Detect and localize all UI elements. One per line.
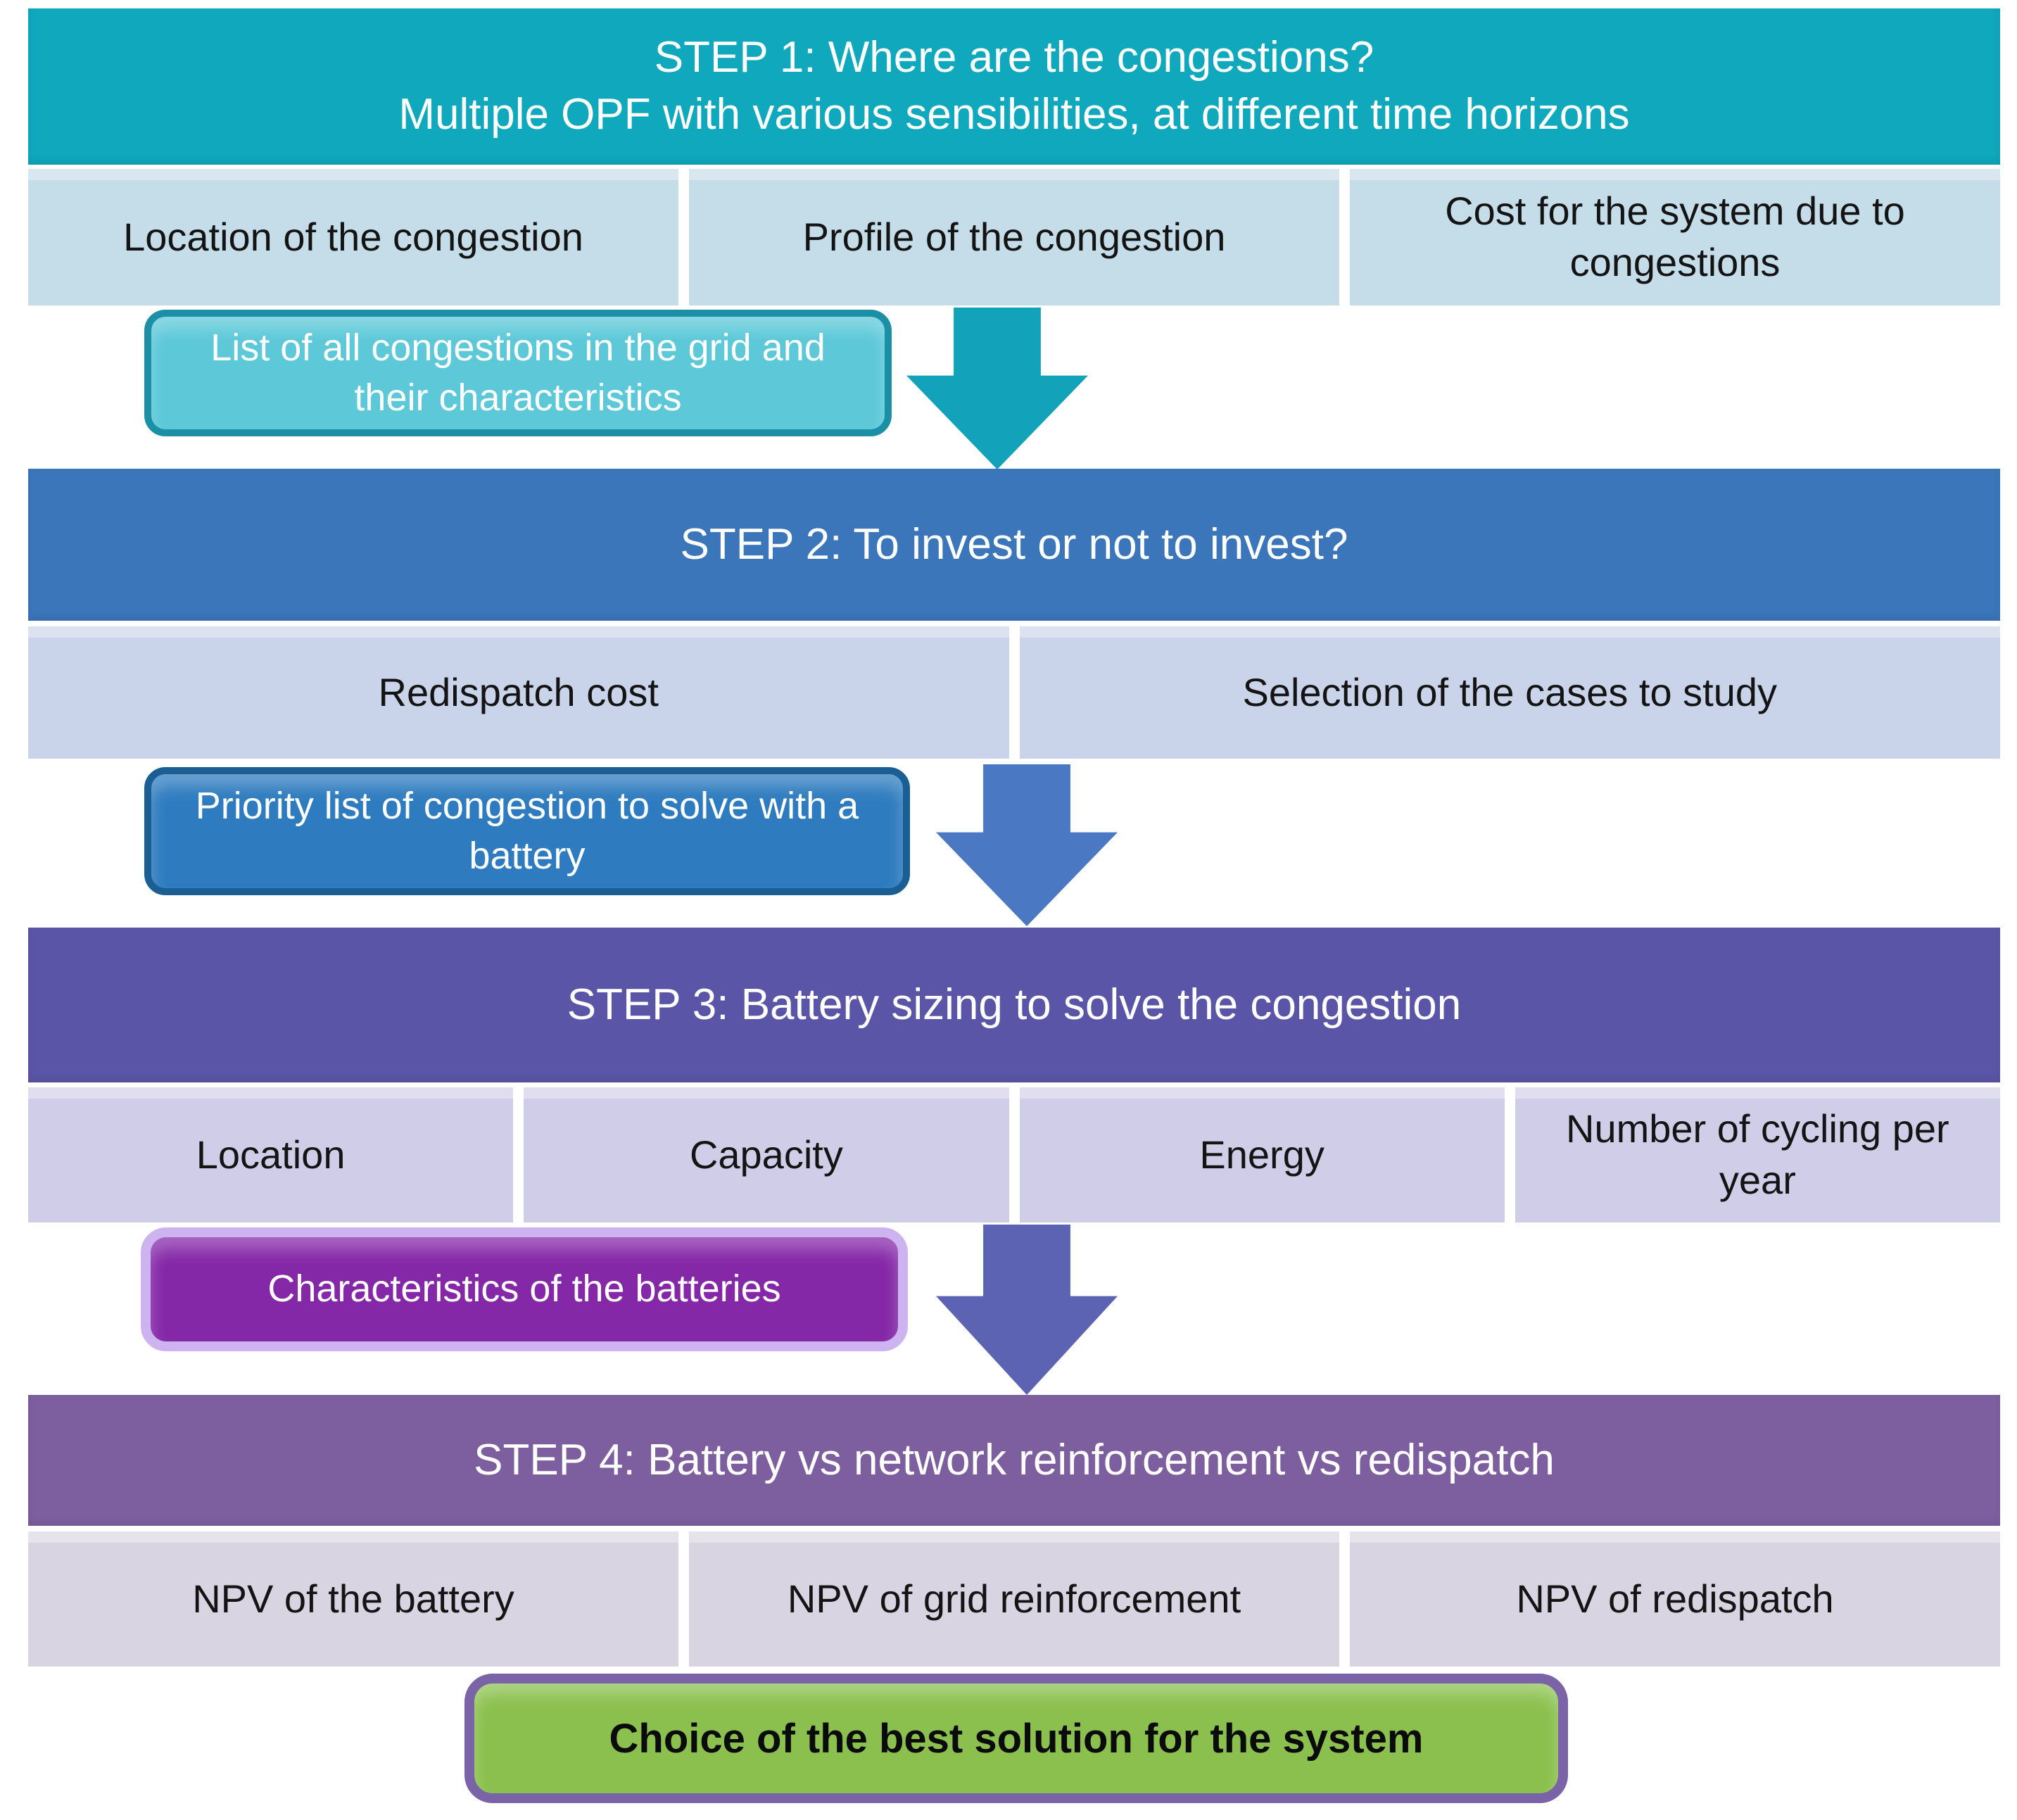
step1-output-callout: List of all congestions in the grid and … [144,310,892,436]
step4-box-npv-battery: NPV of the battery [28,1531,678,1667]
step4-title: STEP 4: Battery vs network reinforcement… [474,1435,1555,1484]
step3-box-energy: Energy [1019,1087,1505,1222]
step4-header: STEP 4: Battery vs network reinforcement… [28,1395,2000,1526]
step3-header: STEP 3: Battery sizing to solve the cong… [28,928,2000,1082]
step1-box-cost: Cost for the system due to congestions [1350,169,2000,305]
step4-box-npv-grid-reinforcement: NPV of grid reinforcement [689,1531,1339,1667]
step2-criteria-row: Redispatch cost Selection of the cases t… [28,626,2000,759]
step4-box-npv-redispatch: NPV of redispatch [1350,1531,2000,1667]
step1-subtitle: Multiple OPF with various sensibilities,… [398,90,1630,139]
step1-down-arrow-icon [906,308,1088,469]
step2-down-arrow-icon [936,764,1118,926]
step2-header: STEP 2: To invest or not to invest? [28,469,2000,621]
step3-output-callout: Characteristics of the batteries [141,1227,908,1351]
step3-box-location: Location [28,1087,514,1222]
step2-box-redispatch-cost: Redispatch cost [28,626,1009,759]
step1-title: STEP 1: Where are the congestions? [654,33,1374,82]
step3-criteria-row: Location Capacity Energy Number of cycli… [28,1087,2000,1222]
final-choice-box: Choice of the best solution for the syst… [464,1674,1568,1803]
step1-criteria-row: Location of the congestion Profile of th… [28,169,2000,305]
step4-criteria-row: NPV of the battery NPV of grid reinforce… [28,1531,2000,1667]
step3-box-cycles-per-year: Number of cycling per year [1515,1087,2000,1222]
step1-header: STEP 1: Where are the congestions? Multi… [28,8,2000,165]
step2-output-callout: Priority list of congestion to solve wit… [144,767,910,895]
step1-box-profile: Profile of the congestion [689,169,1339,305]
step3-down-arrow-icon [936,1225,1118,1395]
step3-box-capacity: Capacity [524,1087,1009,1222]
step1-box-location: Location of the congestion [28,169,678,305]
step3-title: STEP 3: Battery sizing to solve the cong… [567,980,1462,1029]
step2-title: STEP 2: To invest or not to invest? [680,519,1348,569]
step2-box-case-selection: Selection of the cases to study [1019,626,2000,759]
